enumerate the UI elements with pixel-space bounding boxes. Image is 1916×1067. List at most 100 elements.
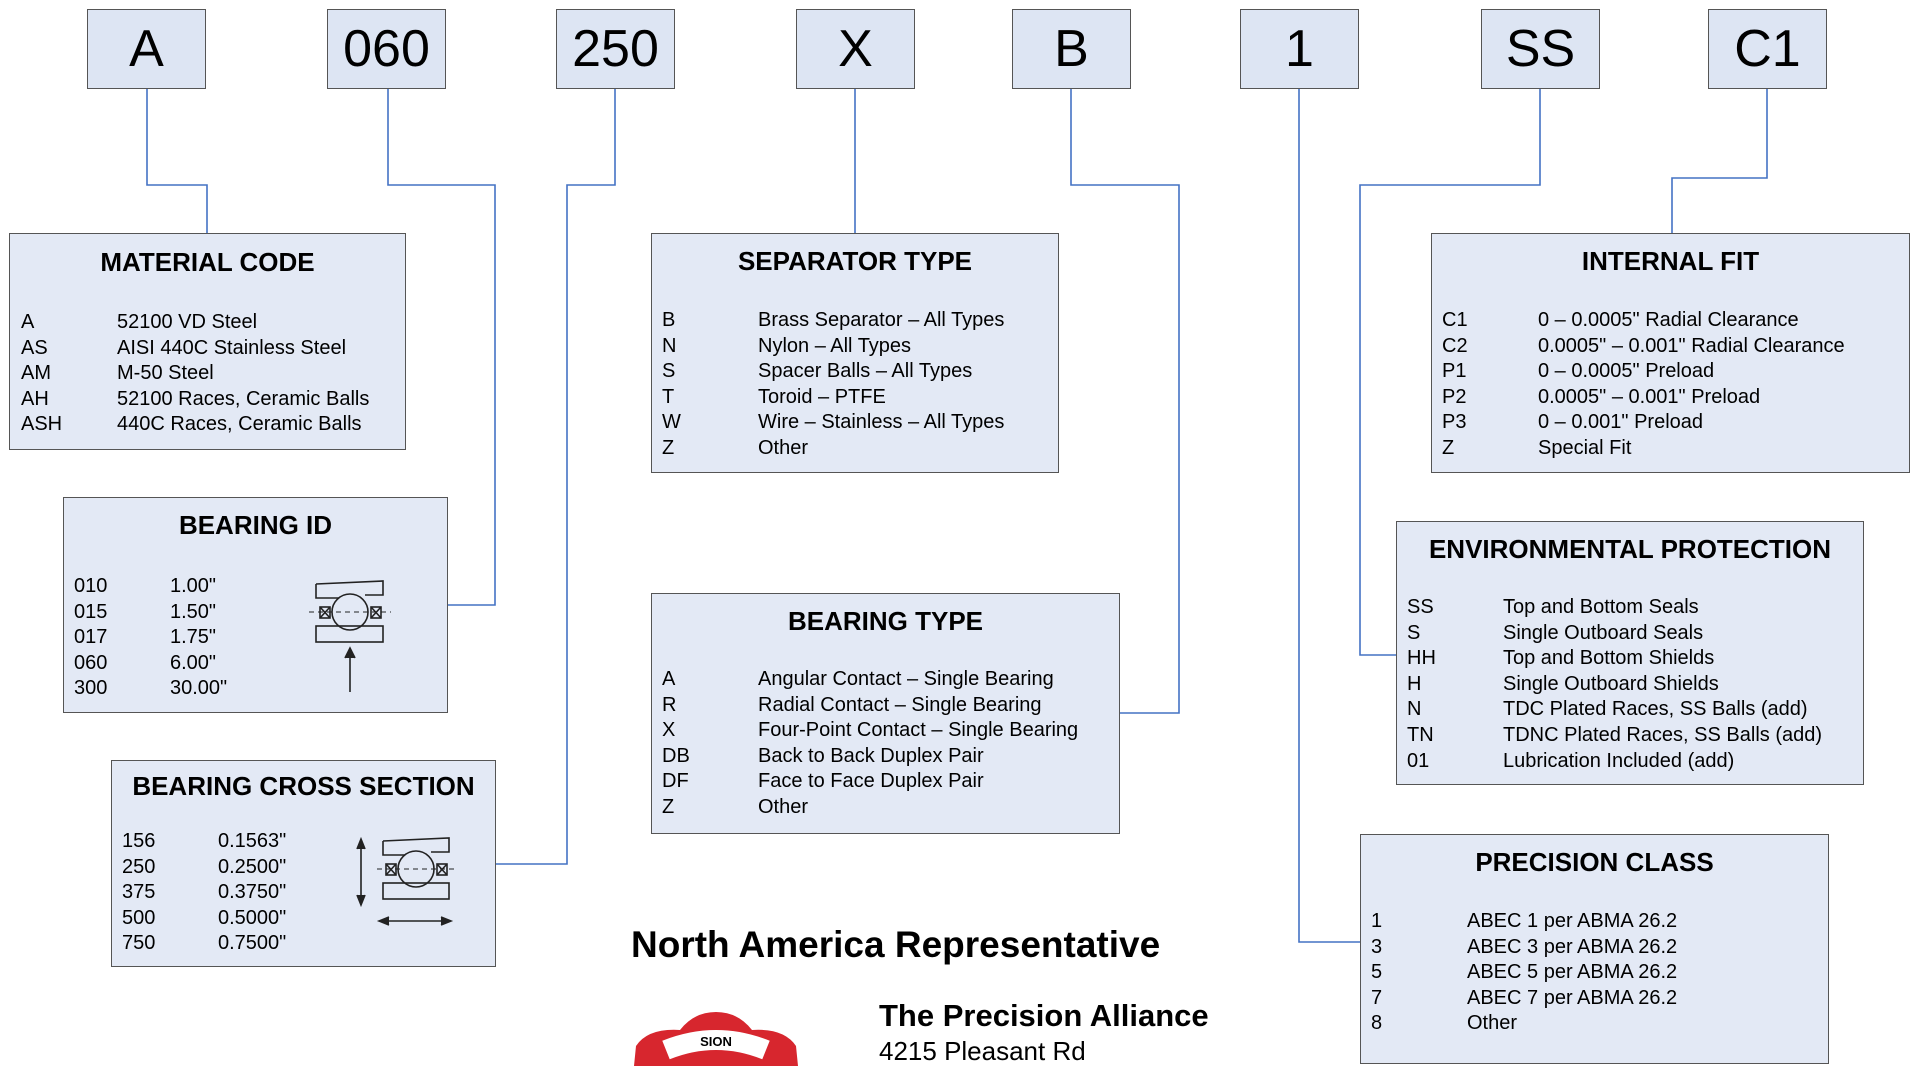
code-box-precision: 1 <box>1240 9 1359 89</box>
connector-material <box>146 89 208 234</box>
row-code: C2 <box>1442 334 1468 357</box>
code-box-environmental: SS <box>1481 9 1600 89</box>
precision-class-title: PRECISION CLASS <box>1475 847 1714 877</box>
bearing-type-title: BEARING TYPE <box>787 606 984 636</box>
code-box-internal-fit: C1 <box>1708 9 1827 89</box>
row-desc: 0.0005" – 0.001" Preload <box>1538 385 1761 408</box>
cross-section-title: BEARING CROSS SECTION <box>132 771 475 801</box>
row-desc: Face to Face Duplex Pair <box>758 770 984 793</box>
code-box-bearing-type: B <box>1012 9 1131 89</box>
row-code: C1 <box>1442 309 1468 331</box>
row-code: AM <box>21 362 51 385</box>
row-code: 5 <box>1371 961 1383 984</box>
row-code: Z <box>662 795 675 818</box>
row-code: P3 <box>1442 411 1467 434</box>
row-desc: 0.2500" <box>218 855 287 878</box>
row-desc: Radial Contact – Single Bearing <box>758 693 1042 716</box>
cross-section-diagram-icon <box>356 836 455 926</box>
list-item: 500 0.5000" <box>122 906 286 932</box>
connector-precision <box>1298 89 1360 943</box>
row-desc: ABEC 7 per ABMA 26.2 <box>1467 986 1678 1009</box>
connector-environmental <box>1359 89 1541 656</box>
list-item: AM M-50 Steel <box>21 361 214 387</box>
connector-bearing-id <box>387 89 496 606</box>
row-code: 010 <box>74 575 108 597</box>
row-code: 750 <box>122 932 156 955</box>
row-code: Z <box>662 436 675 459</box>
row-desc: ABEC 1 per ABMA 26.2 <box>1467 910 1678 932</box>
row-desc: Other <box>758 436 809 459</box>
row-code: A <box>21 311 35 333</box>
list-item: DB Back to Back Duplex Pair <box>662 744 984 770</box>
row-code: 060 <box>74 651 108 674</box>
row-code: H <box>1407 672 1422 695</box>
row-desc: 0 – 0.001" Preload <box>1538 411 1703 434</box>
row-code: HH <box>1407 647 1436 670</box>
material-code-title: MATERIAL CODE <box>100 247 315 277</box>
list-item: X Four-Point Contact – Single Bearing <box>662 718 1078 744</box>
row-desc: M-50 Steel <box>117 362 214 385</box>
row-code: X <box>662 719 676 742</box>
row-code: 3 <box>1371 935 1383 958</box>
row-code: 01 <box>1407 749 1430 772</box>
precision-alliance-logo: SION <box>628 1006 804 1066</box>
row-code: 375 <box>122 881 156 904</box>
connector-cross-section <box>496 89 616 865</box>
list-item: P3 0 – 0.001" Preload <box>1442 410 1703 436</box>
company-address: 4215 Pleasant Rd <box>879 1036 1086 1066</box>
row-desc: ABEC 3 per ABMA 26.2 <box>1467 935 1678 958</box>
row-code: R <box>662 693 677 716</box>
row-desc: TDC Plated Races, SS Balls (add) <box>1503 698 1808 721</box>
code-box-separator: X <box>796 9 915 89</box>
row-code: AS <box>21 336 48 359</box>
row-code: S <box>662 360 676 383</box>
row-desc: Back to Back Duplex Pair <box>758 744 984 767</box>
row-desc: Lubrication Included (add) <box>1503 749 1735 772</box>
row-desc: 0.5000" <box>218 906 287 929</box>
row-code: 8 <box>1371 1012 1383 1035</box>
list-item: 250 0.2500" <box>122 855 286 881</box>
row-code: 500 <box>122 906 156 929</box>
row-code: 250 <box>122 855 156 878</box>
row-code: 015 <box>74 600 108 623</box>
row-desc: AISI 440C Stainless Steel <box>117 336 347 359</box>
row-code: 300 <box>74 677 108 700</box>
row-desc: Four-Point Contact – Single Bearing <box>758 719 1079 742</box>
row-code: DB <box>662 744 690 767</box>
row-code: W <box>662 411 681 434</box>
code-box-cross-section: 250 <box>556 9 675 89</box>
row-desc: 0 – 0.0005" Preload <box>1538 360 1715 383</box>
row-desc: Single Outboard Seals <box>1503 621 1704 644</box>
row-code: 017 <box>74 626 108 649</box>
row-code: B <box>662 309 676 331</box>
